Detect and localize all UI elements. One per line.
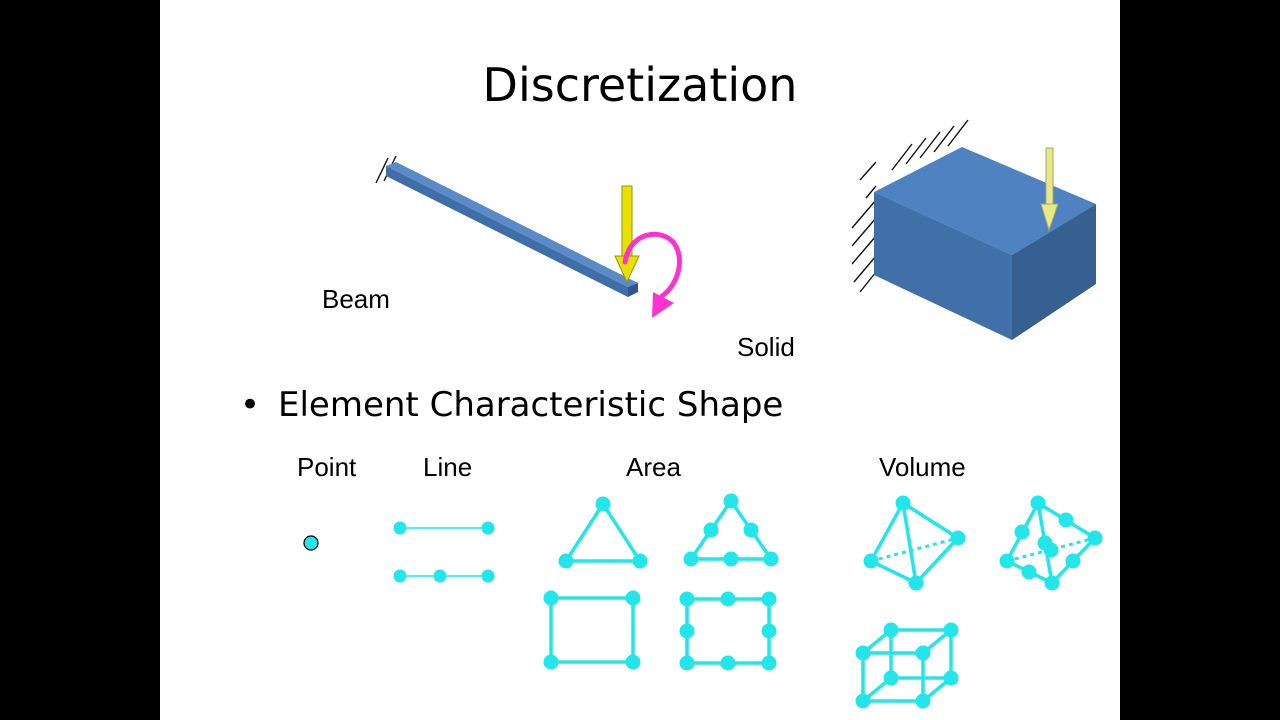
diagram-canvas [303,119,1103,709]
volume-tetra-4-node [863,495,966,591]
element-shapes [303,493,1103,709]
beam-force-arrow [614,185,640,284]
area-triangle-6-node [683,493,779,567]
slide-title: Discretization [482,58,798,112]
solid-fixed-support [851,119,969,293]
area-triangle-3-node [558,496,648,569]
beam-front-face [386,166,628,297]
bullet-text: Element Characteristic Shape [278,385,784,425]
solid-top-face [874,147,1096,255]
line-element-2-node [393,521,495,535]
solid-front-face [874,192,1012,340]
volume-tetra-10-node [999,495,1103,591]
bullet-item: • Element Characteristic Shape [240,385,783,425]
point-element-node [303,535,319,551]
beam-label: Beam [322,284,390,314]
beam-moment-arrow [622,231,682,318]
area-quad-4-node [543,590,641,670]
beam-end-face [628,283,638,297]
category-volume-label: Volume [879,452,966,482]
solid-force-arrow [1040,147,1059,232]
category-point-label: Point [297,452,357,482]
volume-hexa-8-node [855,622,959,709]
solid-diagram [851,119,1096,340]
beam-top-face [386,162,638,287]
beam-diagram [375,155,682,318]
solid-side-face [1012,204,1096,340]
bullet-marker: • [240,385,261,425]
line-element-3-node [393,569,495,583]
category-line-label: Line [423,452,473,482]
area-quad-8-node [679,591,777,671]
category-area-label: Area [626,452,681,482]
solid-label: Solid [737,332,795,362]
slide: Discretization [160,0,1120,720]
